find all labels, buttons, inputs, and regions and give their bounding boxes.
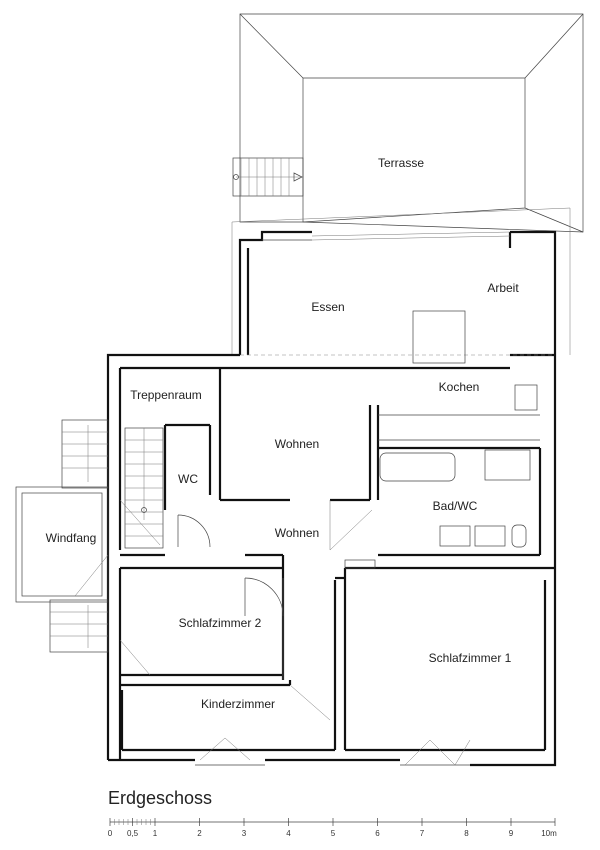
label-schlafzimmer-1: Schlafzimmer 1 xyxy=(429,651,512,665)
scale-tick-label: 10m xyxy=(541,829,557,838)
label-treppenraum: Treppenraum xyxy=(130,388,202,402)
terrace-stair xyxy=(232,157,304,197)
label-windfang: Windfang xyxy=(46,531,97,545)
scale-bar: 0 0,5 1 2 3 4 5 6 7 8 9 10m xyxy=(108,818,557,838)
scale-tick-label: 8 xyxy=(464,829,469,838)
terrace-outline xyxy=(231,13,584,355)
label-schlafzimmer-2: Schlafzimmer 2 xyxy=(179,616,262,630)
scale-tick-label: 0,5 xyxy=(127,829,139,838)
label-wohnen-top: Wohnen xyxy=(275,437,319,451)
skylight xyxy=(412,310,466,364)
scale-tick-label: 9 xyxy=(509,829,514,838)
label-wc: WC xyxy=(178,472,198,486)
scale-tick-label: 3 xyxy=(242,829,247,838)
scale-tick-label: 5 xyxy=(331,829,336,838)
scale-tick-label: 4 xyxy=(286,829,291,838)
label-wohnen-hall: Wohnen xyxy=(275,526,319,540)
scale-tick-label: 6 xyxy=(375,829,380,838)
label-kinderzimmer: Kinderzimmer xyxy=(201,697,275,711)
label-bad-wc: Bad/WC xyxy=(433,499,478,513)
scale-tick-label: 7 xyxy=(420,829,425,838)
windfang xyxy=(15,419,109,653)
doors xyxy=(119,499,471,766)
scale-tick-label: 0 xyxy=(108,829,113,838)
interior-walls xyxy=(118,366,555,760)
label-arbeit: Arbeit xyxy=(487,281,519,295)
main-stair xyxy=(124,427,164,549)
scale-tick-label: 2 xyxy=(197,829,202,838)
label-essen: Essen xyxy=(311,300,344,314)
plan-title: Erdgeschoss xyxy=(108,788,212,808)
scale-tick-label: 1 xyxy=(153,829,158,838)
label-kochen: Kochen xyxy=(439,380,480,394)
label-terrasse: Terrasse xyxy=(378,156,424,170)
